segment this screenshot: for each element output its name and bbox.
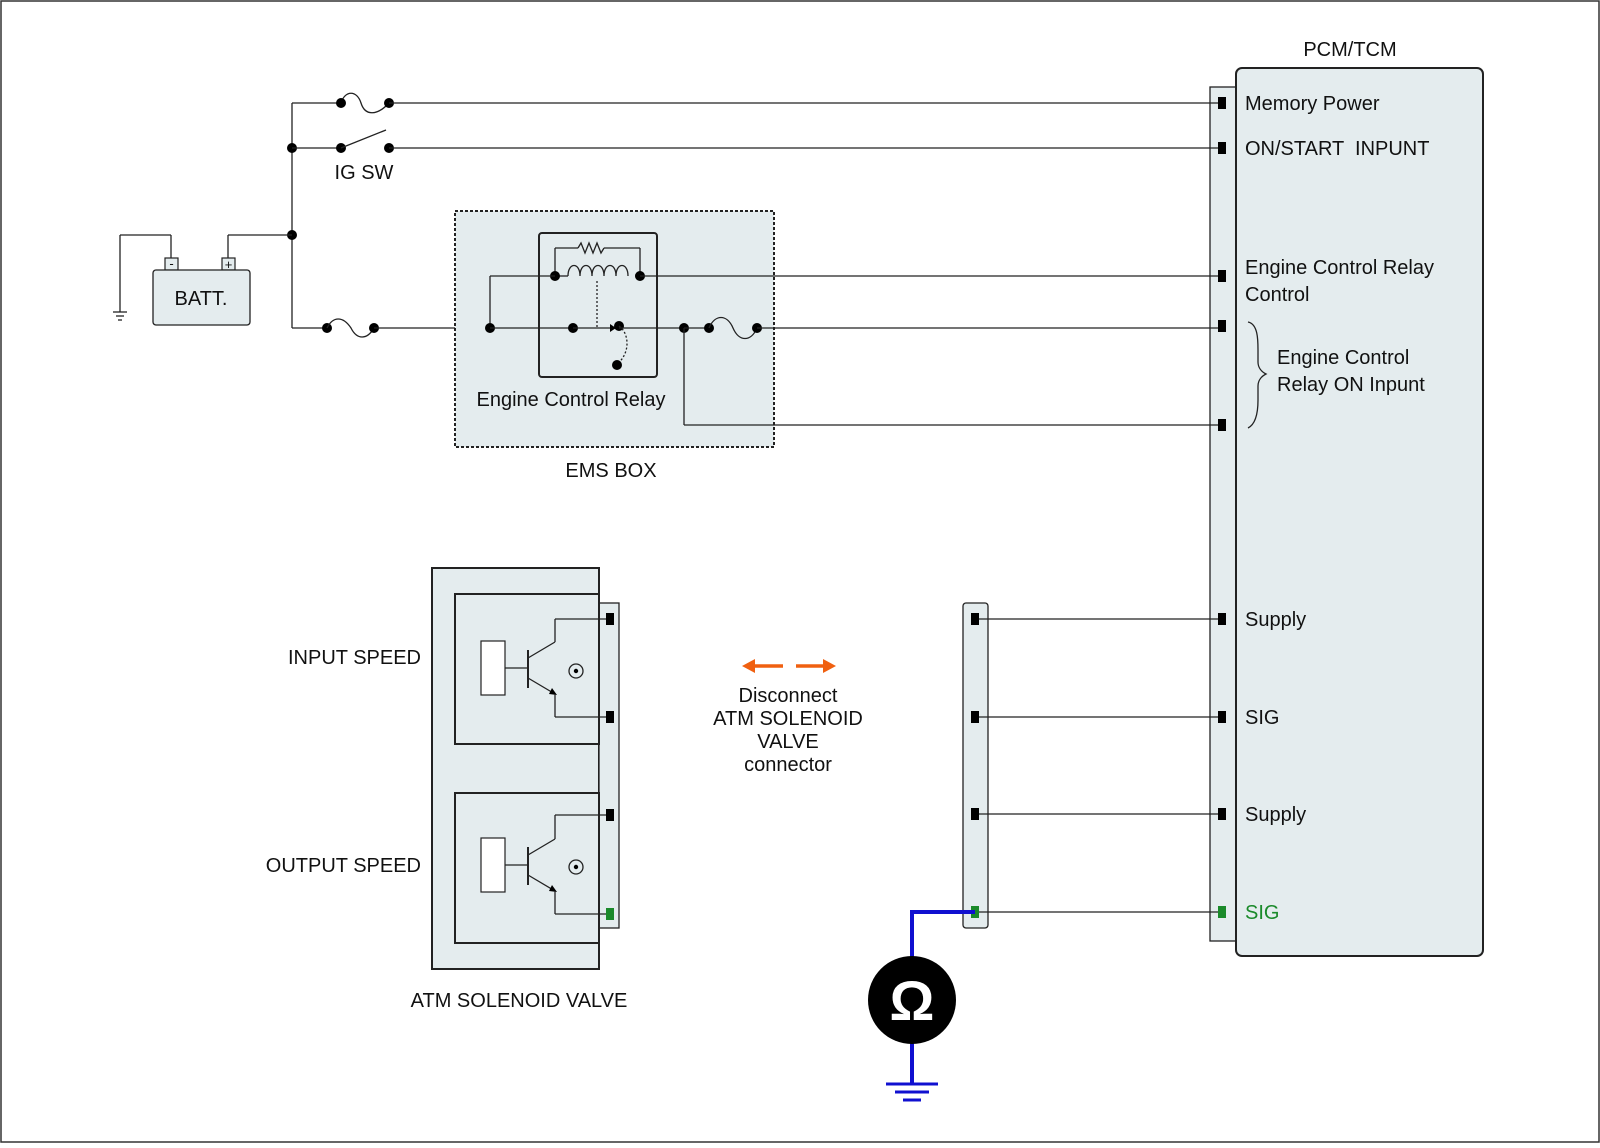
ohm-symbol: Ω — [890, 969, 935, 1032]
output-speed-label: OUTPUT SPEED — [266, 855, 421, 877]
pcm-body — [1235, 67, 1484, 957]
battery-label: BATT. — [175, 288, 228, 310]
power-circuit: IG SW - + BATT. — [113, 92, 1218, 338]
atm-pin-2 — [606, 711, 614, 723]
arrow-left-icon — [742, 659, 755, 673]
fuse-memory — [340, 92, 390, 114]
disconnect-line-3: VALVE — [757, 731, 819, 753]
disconnect-line-2: ATM SOLENOID — [713, 708, 863, 730]
atm-valve-label: ATM SOLENOID VALVE — [411, 990, 628, 1012]
input-speed-label: INPUT SPEED — [288, 647, 421, 669]
pcm-pin-memory-power — [1218, 97, 1226, 109]
batt-neg: - — [169, 256, 173, 271]
pcm-pin-ecr-on-2 — [1218, 419, 1226, 431]
pcm-pin-supply-2 — [1218, 808, 1226, 820]
label-sig-2: SIG — [1245, 902, 1279, 924]
fuse-ecr — [708, 316, 758, 340]
label-supply-1: Supply — [1245, 609, 1306, 631]
relay-resistor — [577, 241, 605, 255]
pcm-title: PCM/TCM — [1303, 39, 1396, 61]
label-supply-2: Supply — [1245, 804, 1306, 826]
pcm-pin-sig-2 — [1218, 906, 1226, 918]
pcm-pin-ecr-control — [1218, 270, 1226, 282]
atm-valve-connector — [598, 602, 620, 929]
harness-connector — [962, 602, 1218, 929]
pcm-module: PCM/TCM Memory Power ON/START INPUNT Eng… — [1209, 39, 1484, 957]
ems-box: Engine Control Relay EMS BOX — [454, 210, 1218, 482]
disconnect-line-1: Disconnect — [739, 685, 838, 707]
label-ecr-on-1: Engine Control — [1277, 347, 1409, 369]
relay-box — [538, 232, 658, 378]
relay-coil — [567, 264, 629, 277]
ig-switch-blade — [340, 129, 387, 149]
pcm-connector — [1209, 86, 1237, 942]
ecr-on-brace — [1247, 321, 1268, 429]
fuse-ems — [326, 318, 375, 338]
ig-sw-label: IG SW — [335, 162, 394, 184]
disconnect-note: Disconnect ATM SOLENOID VALVE connector — [713, 659, 863, 776]
atm-solenoid-valve: INPUT SPEED OUTPUT SPEED ATM SOLENOID VA… — [266, 567, 628, 1012]
ohmmeter-icon — [868, 956, 956, 1044]
batt-pos: + — [225, 257, 233, 272]
pcm-pin-ecr-on-1 — [1218, 320, 1226, 332]
label-memory-power: Memory Power — [1245, 93, 1380, 115]
meter-probe-wire — [910, 910, 975, 960]
disconnect-line-4: connector — [744, 754, 832, 776]
label-ecr-control-1: Engine Control Relay — [1245, 257, 1434, 279]
arrow-right-icon — [823, 659, 836, 673]
pcm-pin-supply-1 — [1218, 613, 1226, 625]
atm-pin-3 — [606, 809, 614, 821]
ohmmeter: Ω — [868, 910, 975, 1102]
harness-connector-body — [962, 602, 989, 929]
pcm-pin-on-start — [1218, 142, 1226, 154]
label-ecr-control-2: Control — [1245, 284, 1309, 306]
atm-pin-1 — [606, 613, 614, 625]
label-ecr-on-2: Relay ON Inpunt — [1277, 374, 1425, 396]
label-sig-1: SIG — [1245, 707, 1279, 729]
ems-box-label: EMS BOX — [565, 460, 656, 482]
relay-label: Engine Control Relay — [477, 389, 666, 411]
battery — [152, 269, 251, 326]
atm-pin-4 — [606, 908, 614, 920]
label-on-start: ON/START INPUNT — [1245, 138, 1429, 160]
pcm-pin-sig-1 — [1218, 711, 1226, 723]
